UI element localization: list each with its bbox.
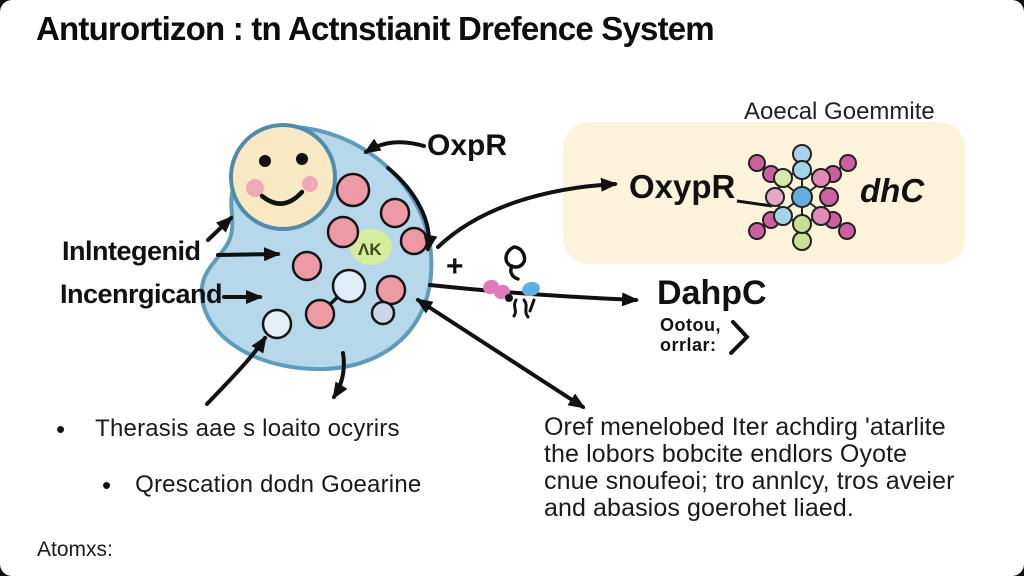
arrow-label1-diagonal bbox=[206, 215, 234, 242]
enzyme-scribble: ΛK bbox=[358, 240, 382, 259]
cell-left-label-2: Incenrgicand bbox=[60, 279, 223, 309]
arrow-label1 bbox=[216, 247, 281, 262]
footer-label: Atomxs: bbox=[37, 538, 113, 561]
arrow-cell-down bbox=[332, 351, 348, 400]
bullet-dot: • bbox=[102, 470, 112, 500]
enzyme-blob: ΛK bbox=[350, 229, 392, 265]
page-title: Anturortizon : tn Actnstianit Drefence S… bbox=[36, 10, 715, 47]
panel-protein-label: OxypR bbox=[629, 168, 736, 205]
plus-sign: + bbox=[446, 250, 464, 283]
arrow-diagonal-exchange bbox=[415, 298, 586, 409]
product-note-line-2: orrlar: bbox=[660, 335, 717, 355]
arrow-cell-membrane bbox=[386, 166, 438, 252]
paragraph-line: and abasios goerohet liaed. bbox=[544, 494, 854, 522]
panel-caption: Aoecal Goemmite bbox=[744, 98, 935, 125]
cell-oxpr-label: OxpR bbox=[427, 129, 508, 162]
highlight-panel bbox=[563, 122, 965, 264]
oxypr-connector bbox=[736, 199, 773, 208]
cell-left-label-1: Inlntegenid bbox=[62, 236, 201, 266]
chevron-icon bbox=[729, 320, 750, 355]
bullet-text: Qrescation dodn Goearine bbox=[135, 471, 422, 498]
product-note-line-1: Ootou, bbox=[660, 315, 721, 335]
arrow-bullets-to-cell bbox=[205, 335, 267, 406]
bullet-text: Therasis aae s loaito ocyrirs bbox=[95, 415, 400, 442]
bullet-item-1: • Therasis aae s loaito ocyrirs bbox=[56, 415, 400, 444]
ring-molecule bbox=[748, 144, 857, 251]
paragraph-line: cnue snoufeoi; tro annlcy, tros aveier bbox=[544, 467, 955, 495]
smiley-face-icon bbox=[229, 123, 337, 231]
arrow-cell-to-box bbox=[436, 177, 618, 249]
bullet-item-2: • Qrescation dodn Goearine bbox=[102, 471, 421, 500]
ros-molecules bbox=[261, 172, 429, 340]
small-molecule bbox=[483, 245, 540, 319]
paragraph-line: the lobors bobcite endlors Oyote bbox=[544, 440, 908, 468]
bullet-dot: • bbox=[56, 414, 66, 444]
description-paragraph: Oref menelobed Iter achdirg 'atarlite th… bbox=[544, 414, 955, 522]
paragraph-line: Oref menelobed Iter achdirg 'atarlite bbox=[544, 413, 946, 441]
panel-molecule-label: dhC bbox=[860, 172, 925, 209]
product-label: DahpC bbox=[657, 274, 767, 312]
arrow-oxpr-to-cell bbox=[363, 138, 426, 154]
